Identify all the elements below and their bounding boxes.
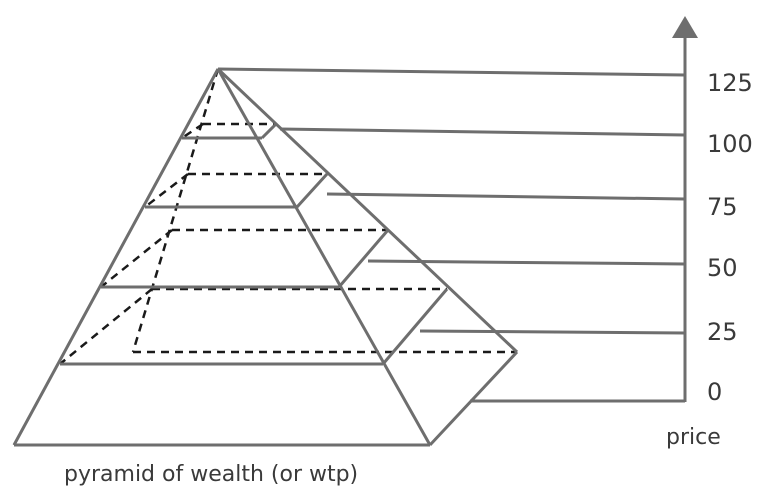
dashed-hidden-lines bbox=[12, 68, 515, 446]
pyramid-outline bbox=[12, 67, 519, 447]
tick-label-0: 0 bbox=[707, 378, 722, 406]
level-line-100 bbox=[279, 127, 686, 137]
tick-label-25: 25 bbox=[707, 318, 738, 346]
level-line-75 bbox=[326, 192, 686, 201]
level-line-25 bbox=[419, 329, 686, 335]
level-line-50 bbox=[367, 259, 686, 266]
hidden-edge-back-right bbox=[131, 68, 220, 353]
hidden-diag-75 bbox=[144, 173, 189, 208]
level-line-125 bbox=[217, 67, 686, 77]
hidden-diag-25 bbox=[59, 288, 153, 365]
edge-right-back bbox=[216, 67, 519, 354]
tick-label-125: 125 bbox=[707, 69, 753, 97]
tick-label-50: 50 bbox=[707, 254, 738, 282]
tick-label-75: 75 bbox=[707, 193, 738, 221]
axis-arrowhead bbox=[672, 16, 698, 38]
axis-title-price: price bbox=[666, 425, 721, 450]
tick-label-100: 100 bbox=[707, 130, 753, 158]
side-slice-25 bbox=[381, 288, 449, 365]
hidden-diag-50 bbox=[100, 229, 173, 288]
base-right bbox=[428, 350, 519, 447]
diagram-caption: pyramid of wealth (or wtp) bbox=[64, 462, 358, 487]
edge-front-left bbox=[12, 68, 220, 446]
side-slice-50 bbox=[337, 229, 390, 288]
price-axis bbox=[672, 16, 698, 402]
side-slice-75 bbox=[295, 172, 329, 209]
edge-front-right bbox=[216, 68, 432, 446]
side-slice-100 bbox=[260, 122, 278, 140]
hidden-diag-100 bbox=[181, 122, 204, 140]
tick-labels: 125 100 75 50 25 0 bbox=[707, 69, 753, 406]
